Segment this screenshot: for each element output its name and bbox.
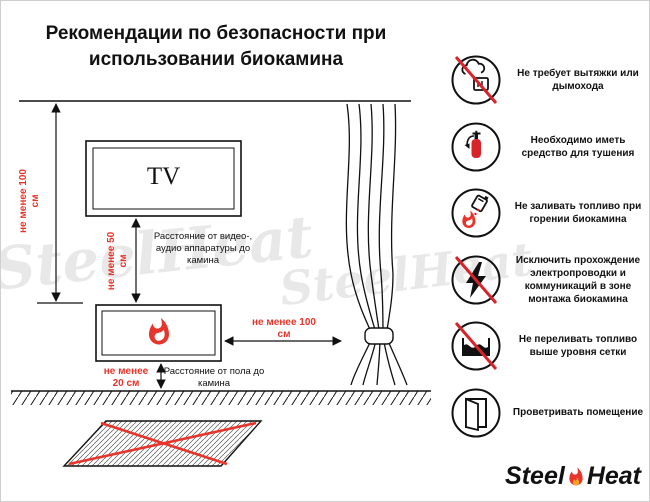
dim-floor-to-fireplace: не менее 20 см — [103, 366, 149, 389]
list-item: Не переливать топливо выше уровня сетки — [449, 313, 647, 380]
flame-icon — [149, 317, 169, 345]
brand-logo-heat: Heat — [586, 462, 641, 490]
curtain — [345, 103, 408, 386]
list-item-label: Необходимо иметь средство для тушения — [521, 134, 635, 159]
no-exhaust-chimney-icon — [451, 55, 501, 105]
list-item-label: Исключить прохождение электропроводки и … — [515, 254, 641, 305]
curtain-tie — [364, 327, 394, 345]
brand-logo-steel: Steel — [505, 462, 565, 490]
dim-fireplace-to-curtain: не менее 100 см — [252, 317, 316, 340]
dimension-lines — [37, 103, 342, 389]
no-overfill-above-grid-icon — [451, 321, 501, 371]
ventilate-room-icon — [451, 388, 501, 438]
list-item-label: Не переливать топливо выше уровня сетки — [518, 334, 638, 359]
list-item: Не требует вытяжки или дымохода — [449, 47, 647, 114]
tv-outline — [85, 140, 242, 217]
carpet — [62, 420, 263, 467]
brand-flame-icon — [569, 467, 583, 485]
no-electrical-wiring-icon — [451, 255, 501, 305]
prohibition-cross-icon — [68, 421, 257, 466]
tv-label: TV — [146, 163, 181, 190]
list-item: Проветривать помещение — [449, 380, 647, 447]
page-title: Рекомендации по безопасности при использ… — [45, 23, 387, 70]
floor-hatching — [11, 391, 431, 405]
list-item: Исключить прохождение электропроводки и … — [449, 247, 647, 314]
fire-extinguisher-icon — [451, 122, 501, 172]
dim-tv-to-fireplace: не менее 50 см — [106, 231, 129, 291]
recommendations-list: Не требует вытяжки или дымохода Необходи… — [449, 47, 647, 446]
no-refuel-while-burning-icon — [451, 188, 501, 238]
label-tv-distance: Расстояние от видео-, аудио аппаратуры д… — [153, 231, 253, 266]
list-item-label: Проветривать помещение — [512, 407, 644, 419]
dim-wall-height: не менее 100 см — [18, 169, 41, 233]
label-floor-distance: Расстояние от пола до камина — [163, 366, 265, 389]
fireplace-outline — [95, 304, 222, 362]
brand-logo: Steel Heat — [505, 462, 641, 491]
list-item-label: Не заливать топливо при горении биокамин… — [514, 201, 642, 226]
list-item: Необходимо иметь средство для тушения — [449, 114, 647, 181]
list-item: Не заливать топливо при горении биокамин… — [449, 180, 647, 247]
room-scheme — [11, 100, 431, 467]
list-item-label: Не требует вытяжки или дымохода — [517, 68, 639, 93]
